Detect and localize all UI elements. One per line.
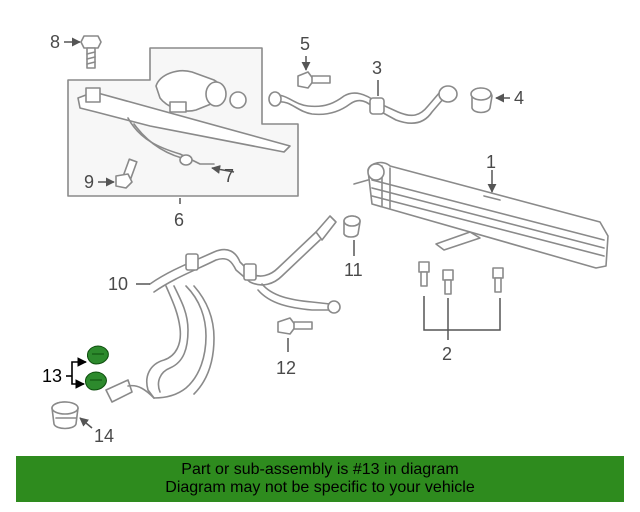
part-2-bolts (418, 261, 504, 295)
callout-6: 6 (174, 210, 184, 230)
callout-11: 11 (344, 260, 363, 280)
part-12-bolt (277, 317, 313, 335)
part-14-grommet (51, 401, 79, 430)
parts-diagram: 8 7 9 6 5 3 (42, 32, 609, 446)
part-13-clip-lower[interactable] (85, 371, 107, 391)
part-5-bolt (297, 71, 331, 89)
callout-10: 10 (108, 274, 128, 294)
callout-2: 2 (442, 344, 452, 364)
part-10-hose-assembly (105, 215, 341, 403)
part-4-cap (470, 87, 493, 114)
footer-line-1: Part or sub-assembly is #13 in diagram (181, 461, 459, 478)
leader-2-bracket (423, 296, 501, 331)
callout-5: 5 (300, 34, 310, 54)
callout-9: 9 (84, 172, 94, 192)
leader-13-upper (71, 357, 87, 376)
footer-line-2: Diagram may not be specific to your vehi… (165, 479, 475, 496)
leader-13-lower (71, 376, 85, 389)
part-11-cap (343, 215, 361, 238)
leader-7 (211, 165, 235, 174)
part-13-clip-upper[interactable] (87, 345, 109, 365)
part-9-bolt (115, 158, 138, 189)
callout-7: 7 (224, 166, 234, 186)
leader-14 (79, 417, 93, 429)
callout-4: 4 (514, 88, 524, 108)
part-6-assembly-box (67, 47, 299, 197)
callout-12: 12 (276, 358, 296, 378)
callout-3: 3 (372, 58, 382, 78)
callout-8: 8 (50, 32, 60, 52)
part-8-bolt (80, 35, 102, 69)
part-1-cooler (353, 161, 609, 269)
callout-13: 13 (42, 366, 62, 386)
part-3-tube (268, 85, 458, 125)
callout-1: 1 (486, 152, 496, 172)
footer-banner: Part or sub-assembly is #13 in diagram D… (16, 456, 624, 502)
callout-14: 14 (94, 426, 114, 446)
